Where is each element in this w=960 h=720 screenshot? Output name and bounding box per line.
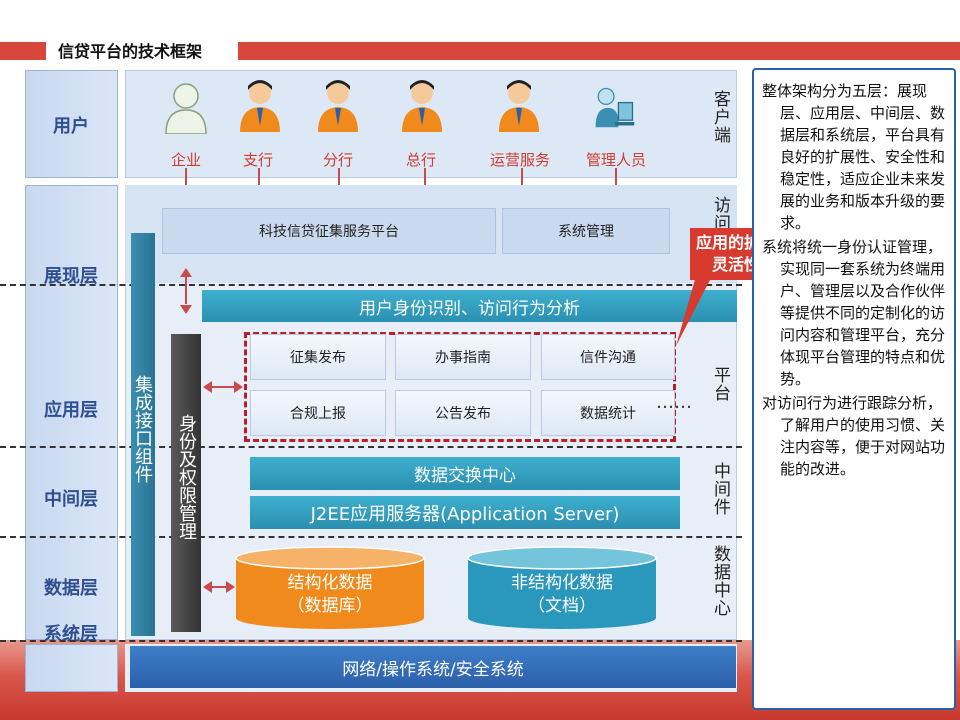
role-headquarters: 总行	[405, 151, 436, 169]
ellipsis: ……	[656, 392, 692, 413]
structured-db-cylinder	[235, 546, 425, 629]
auth-bar	[171, 334, 201, 632]
function-box: 征集发布	[250, 334, 386, 380]
function-box: 办事指南	[395, 334, 531, 380]
data-exchange-bar: 数据交换中心	[250, 457, 680, 490]
layer-column	[25, 185, 118, 640]
integration-bar	[131, 233, 155, 636]
function-box: 数据统计	[541, 390, 675, 436]
function-box: 合规上报	[250, 390, 386, 436]
client-label: 客户端	[710, 90, 730, 144]
layer-user-label: 用户	[53, 116, 89, 137]
layer-system-panel	[25, 644, 118, 692]
businessman-icon	[240, 80, 280, 132]
function-box: 信件沟通	[541, 334, 675, 380]
role-branch: 分行	[322, 151, 353, 169]
description-paragraph: 系统将统一身份认证管理，实现同一套系统为终端用户、管理层以及合作伙伴等提供不同的…	[762, 238, 946, 388]
description-panel: 整体架构分为五层：展现层、应用层、中间层、数据层和系统层，平台具有良好的扩展性、…	[752, 68, 956, 710]
role-enterprise: 企业	[170, 151, 201, 169]
businessman-icon	[318, 80, 358, 132]
unstructured-doc-cylinder	[467, 546, 657, 629]
horizontal-double-arrow	[203, 381, 243, 393]
unstructured-doc-subtitle: （文档）	[528, 596, 596, 616]
role-subbranch: 支行	[242, 151, 273, 169]
identity-bar: 用户身份识别、访问行为分析	[202, 290, 737, 322]
layer-separator	[0, 284, 742, 286]
callout-pointer	[676, 276, 712, 346]
layer-application-label: 应用层	[44, 400, 98, 421]
layer-presentation-label: 展现层	[44, 266, 98, 287]
header-bar-left	[0, 42, 46, 60]
horizontal-double-arrow	[203, 581, 235, 593]
operator-at-computer-icon	[595, 87, 635, 128]
layer-separator	[0, 446, 742, 448]
system-bar: 网络/操作系统/安全系统	[130, 646, 736, 688]
middleware-label: 中间件	[710, 462, 730, 516]
function-group	[244, 332, 676, 442]
layer-user-panel	[25, 70, 118, 178]
auth-bar-label: 身份及权限管理	[176, 414, 197, 540]
header-bar-right	[238, 42, 960, 60]
system-admin-box: 系统管理	[502, 208, 670, 254]
layer-data-label: 数据层	[44, 578, 98, 599]
structured-db-subtitle: （数据库）	[287, 596, 373, 616]
role-manager: 管理人员	[585, 151, 646, 169]
integration-bar-label: 集成接口组件	[132, 375, 153, 483]
datacenter-label: 数据中心	[710, 545, 730, 617]
businessman-icon	[402, 80, 442, 132]
layer-middle-label: 中间层	[44, 489, 98, 510]
description-paragraph: 对访问行为进行跟踪分析，了解用户的使用习惯、关注内容等，便于对网站功能的改进。	[762, 394, 946, 478]
layer-separator	[0, 640, 742, 642]
function-box: 公告发布	[395, 390, 531, 436]
description-paragraph: 整体架构分为五层：展现层、应用层、中间层、数据层和系统层，平台具有良好的扩展性、…	[762, 82, 946, 232]
access-label: 访问	[710, 196, 730, 232]
page-title: 信贷平台的技术框架	[58, 42, 203, 61]
person-icon	[165, 83, 207, 134]
role-operations: 运营服务	[489, 151, 550, 169]
double-arrow	[185, 274, 187, 304]
businessman-icon	[499, 80, 539, 132]
credit-platform-box: 科技信贷征集服务平台	[162, 208, 496, 254]
double-arrow-heads	[180, 268, 192, 314]
structured-db-title: 结构化数据	[287, 573, 373, 593]
layer-separator	[0, 536, 742, 538]
layer-system-label: 系统层	[44, 624, 98, 645]
unstructured-doc-title: 非结构化数据	[511, 573, 613, 593]
j2ee-server-bar: J2EE应用服务器(Application Server)	[250, 496, 680, 529]
platform-label: 平台	[710, 366, 730, 402]
